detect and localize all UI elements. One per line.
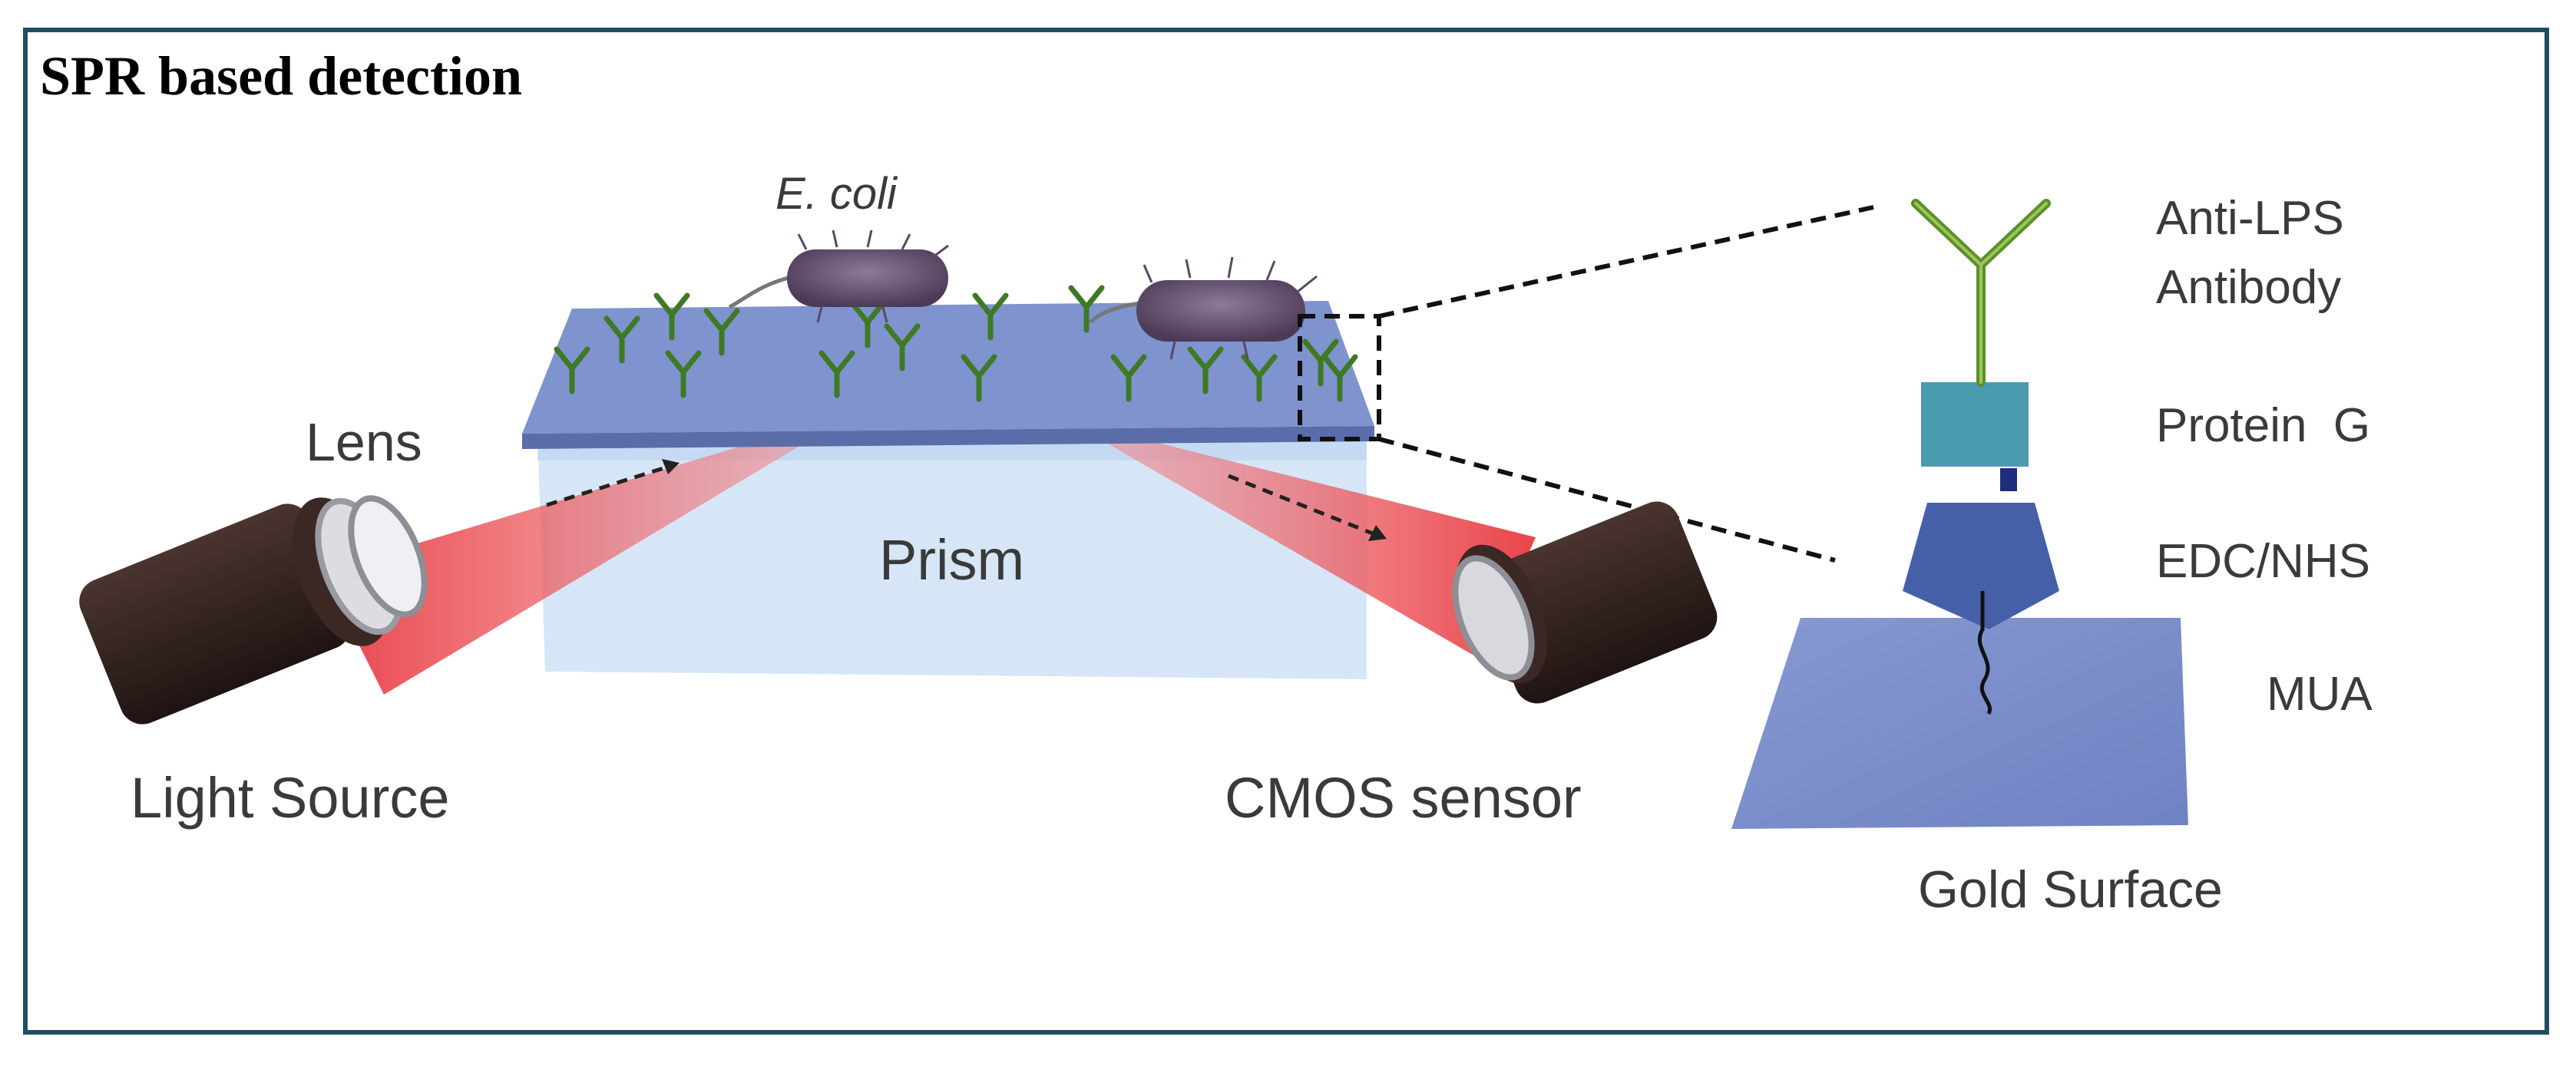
anti-lps-antibody-highlight [1914, 202, 2048, 384]
gold-surface-label: Gold Surface [1918, 860, 2223, 919]
cmos-sensor-device [1452, 501, 1718, 704]
light-source-device [79, 495, 428, 725]
edc-nhs-label: EDC/NHS [2156, 535, 2370, 588]
ecoli-label: E. coli [775, 169, 898, 219]
antibodies-on-chip [554, 285, 1358, 402]
zoom-indicator [1298, 205, 1874, 563]
lens-label: Lens [306, 412, 422, 472]
protein-g-label: Protein G [2156, 399, 2370, 452]
cmos-sensor-label: CMOS sensor [1225, 766, 1582, 830]
anti-lps-label-line2: Antibody [2156, 261, 2341, 314]
gold-surface [1731, 618, 2188, 829]
bacterium-left [728, 229, 949, 323]
mua-linker [1977, 628, 1992, 715]
incident-beam [322, 434, 814, 695]
anti-lps-label-line1: Anti-LPS [2156, 192, 2344, 245]
protein-g-block [1921, 382, 2029, 491]
figure-title: SPR based detection [40, 45, 522, 107]
mua-label: MUA [2267, 668, 2373, 721]
light-source-label: Light Source [131, 766, 450, 830]
bacterium-right [1089, 256, 1318, 360]
reflected-beam [1090, 434, 1536, 660]
edc-nhs-block [1903, 503, 2059, 631]
prism-label: Prism [879, 528, 1024, 592]
